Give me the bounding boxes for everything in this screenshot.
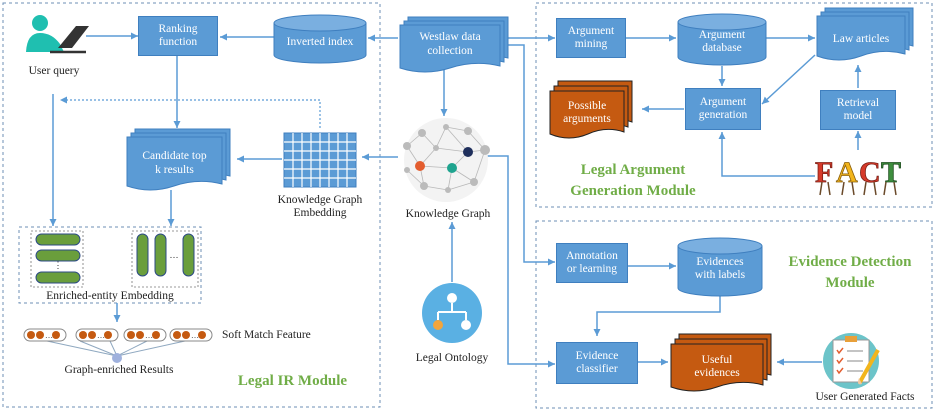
retrieval-line1: Retrieval — [836, 97, 880, 109]
evidences-line2: with labels — [694, 269, 746, 281]
kg-embedding-line1: Knowledge Graph — [277, 194, 363, 206]
classifier-line2: classifier — [576, 363, 618, 375]
annotation-line1: Annotation — [566, 250, 618, 262]
argument-module-line1: Legal Argument — [580, 162, 686, 178]
enriched-embedding-vectors: ⋮ … — [35, 233, 195, 284]
westlaw-docs-stack — [399, 16, 509, 73]
arrow-evidences-classifier — [593, 296, 721, 336]
possible-args-line1: Possible — [567, 100, 607, 112]
annotation-line2: or learning — [566, 263, 618, 275]
enriched-embedding-label: Enriched-entity Embedding — [46, 290, 174, 302]
svg-text:…: … — [45, 331, 53, 340]
possible-arguments-label: Possible arguments — [550, 100, 624, 126]
argument-mining-box: Argument mining — [556, 18, 626, 58]
embedding-group-border — [18, 226, 202, 304]
kg-embedding-line2: Embedding — [293, 207, 347, 219]
argument-gen-line1: Argument — [699, 96, 747, 108]
law-articles-label: Law articles — [832, 33, 890, 45]
candidate-line1: Candidate top — [142, 150, 207, 162]
useful-line2: evidences — [694, 367, 740, 379]
candidate-line2: k results — [155, 164, 194, 176]
svg-text:T: T — [881, 156, 901, 189]
svg-text:…: … — [170, 250, 179, 260]
fact-logo-icon: F A C T — [815, 156, 901, 196]
svg-text:…: … — [97, 331, 105, 340]
westlaw-line2: collection — [427, 45, 473, 57]
westlaw-label: Westlaw data collection — [400, 30, 500, 58]
graph-enriched-label: Graph-enriched Results — [64, 364, 174, 376]
law-articles-stack — [816, 7, 914, 61]
argument-db-line2: database — [702, 42, 742, 54]
argument-mining-line2: mining — [574, 38, 608, 50]
svg-text:…: … — [191, 331, 199, 340]
annotation-box: Annotation or learning — [556, 243, 628, 283]
user-laptop-icon — [26, 15, 89, 54]
soft-match-label: Soft Match Feature — [222, 329, 311, 341]
evidence-module-title: Evidence Detection Module — [770, 252, 930, 294]
classifier-line1: Evidence — [575, 350, 619, 362]
inverted-index-label: Inverted index — [286, 36, 354, 48]
argument-module-border — [535, 2, 933, 208]
useful-evidences-stack — [670, 333, 772, 392]
kg-embedding-label: Knowledge Graph Embedding — [268, 194, 372, 220]
westlaw-line1: Westlaw data — [419, 31, 481, 43]
evidence-module-line1: Evidence Detection — [788, 254, 912, 270]
retrieval-model-box: Retrieval model — [820, 90, 896, 130]
evidence-module-line2: Module — [825, 275, 875, 291]
svg-text:A: A — [836, 156, 858, 189]
retrieval-line2: model — [843, 110, 873, 122]
arrow-westlaw-annotation — [505, 44, 555, 266]
possible-args-line2: arguments — [563, 113, 611, 125]
evidence-classifier-box: Evidence classifier — [556, 342, 638, 384]
candidate-docs-stack — [126, 128, 231, 191]
ranking-line1: Ranking — [158, 23, 198, 35]
argument-mining-line1: Argument — [567, 25, 615, 37]
soft-match-bars: … … … … — [23, 328, 213, 363]
kg-embedding-grid-icon — [283, 132, 357, 188]
possible-arguments-stack — [549, 80, 633, 139]
candidate-label: Candidate top k results — [127, 149, 222, 177]
inverted-index-cylinder — [273, 14, 367, 64]
svg-text:F: F — [815, 156, 833, 189]
ranking-function-box: Ranking function — [138, 16, 218, 56]
svg-text:⋮: ⋮ — [54, 260, 63, 270]
knowledge-graph-network-icon — [403, 118, 490, 202]
evidences-label: Evidences with labels — [678, 256, 762, 282]
checklist-pencil-icon — [823, 333, 880, 389]
arrow-fact-generation — [718, 132, 815, 177]
arrow-law-generation — [761, 54, 816, 105]
argument-generation-box: Argument generation — [685, 88, 761, 130]
knowledge-graph-label: Knowledge Graph — [405, 208, 491, 220]
evidences-cylinder — [677, 237, 763, 297]
argument-database-cylinder — [677, 13, 767, 66]
argument-db-label: Argument database — [678, 29, 766, 55]
user-facts-label: User Generated Facts — [815, 391, 915, 403]
useful-evidences-label: Useful evidences — [671, 354, 763, 380]
evidence-module-border — [535, 220, 933, 409]
svg-text:…: … — [145, 331, 153, 340]
argument-module-line2: Generation Module — [570, 183, 696, 199]
ranking-line2: function — [158, 36, 198, 48]
ontology-tree-icon — [422, 283, 482, 343]
arrow-kg-classifier — [484, 155, 555, 368]
svg-text:C: C — [859, 156, 881, 189]
user-query-label: User query — [28, 65, 80, 77]
legal-ir-module-title: Legal IR Module — [237, 373, 348, 389]
ir-module-border — [2, 2, 381, 408]
argument-module-title: Legal Argument Generation Module — [548, 160, 718, 202]
legal-ontology-label: Legal Ontology — [415, 352, 489, 364]
argument-db-line1: Argument — [698, 29, 746, 41]
useful-line1: Useful — [701, 354, 733, 366]
argument-gen-line2: generation — [698, 109, 748, 121]
dotted-arrow-kg-query — [60, 96, 321, 128]
evidences-line1: Evidences — [696, 256, 744, 268]
